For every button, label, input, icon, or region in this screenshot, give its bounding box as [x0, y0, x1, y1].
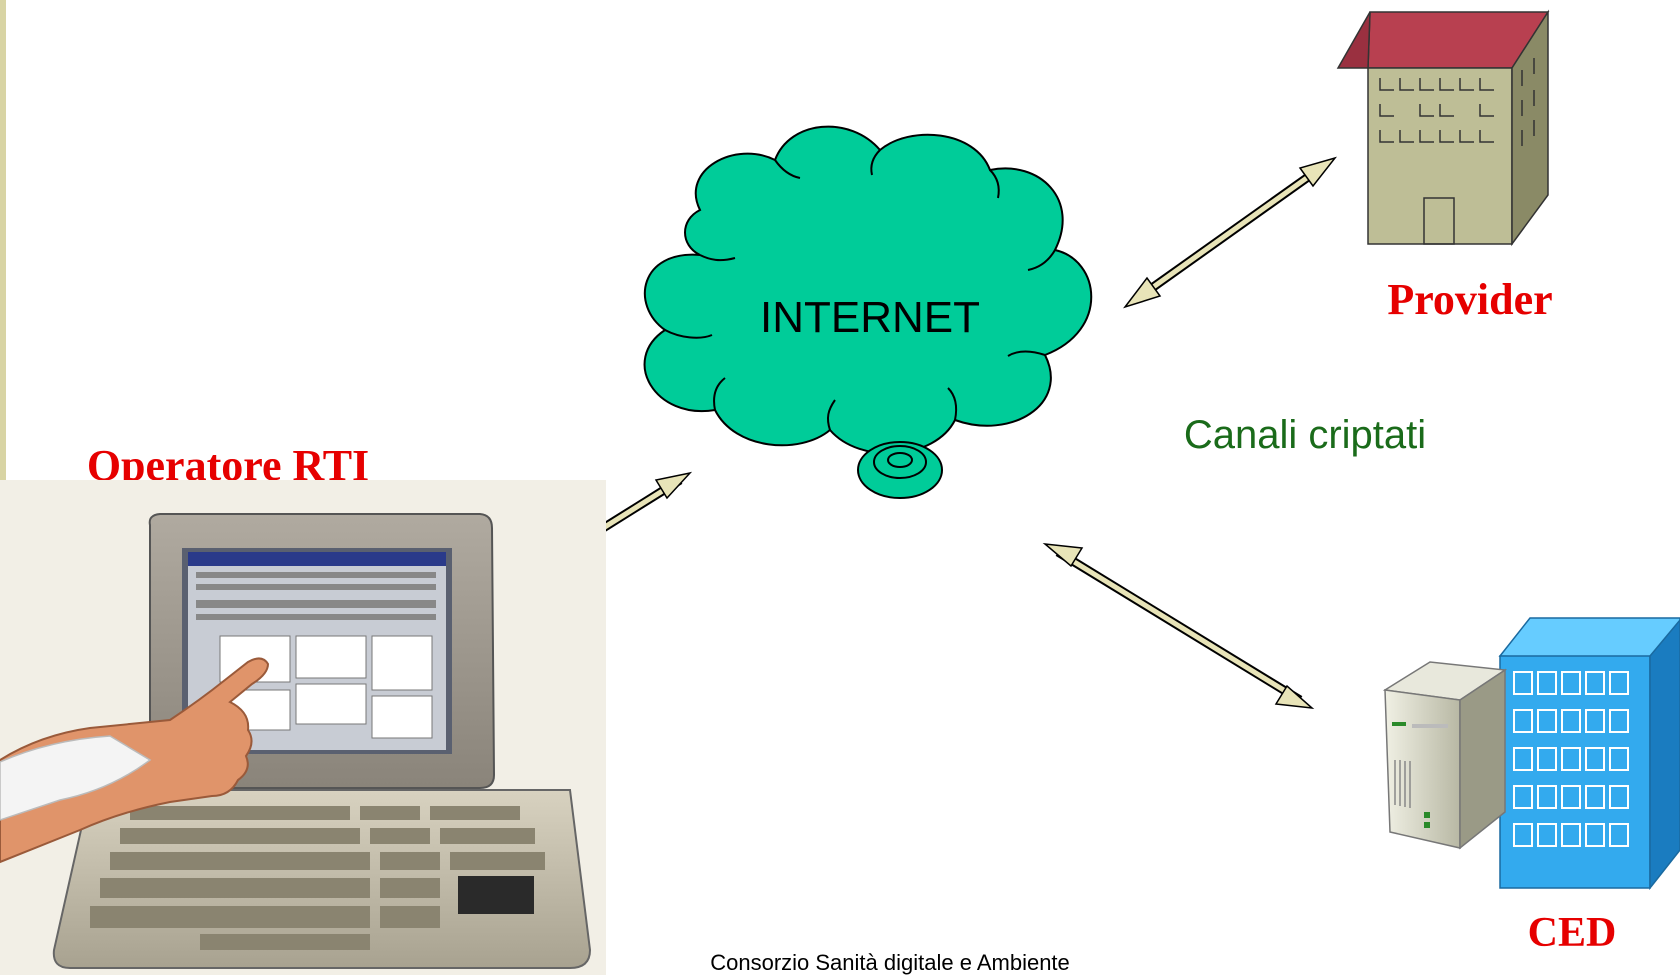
- building-icon: [1336, 9, 1550, 247]
- channel-label: Canali criptati: [1184, 413, 1426, 457]
- footer-text: Consorzio Sanità digitale e Ambiente: [710, 950, 1070, 975]
- arrow-ced: [1042, 542, 1315, 710]
- server-icon: [1382, 661, 1508, 850]
- cloud-icon: [643, 125, 1093, 499]
- ced-label: CED: [1528, 910, 1617, 956]
- computer-icon: [0, 480, 606, 975]
- provider-label: Provider: [1387, 275, 1552, 324]
- cloud-label: INTERNET: [760, 293, 980, 342]
- office-building-icon: [1498, 617, 1680, 891]
- left-accent-bar: [0, 0, 6, 630]
- arrow-provider: [1122, 156, 1338, 309]
